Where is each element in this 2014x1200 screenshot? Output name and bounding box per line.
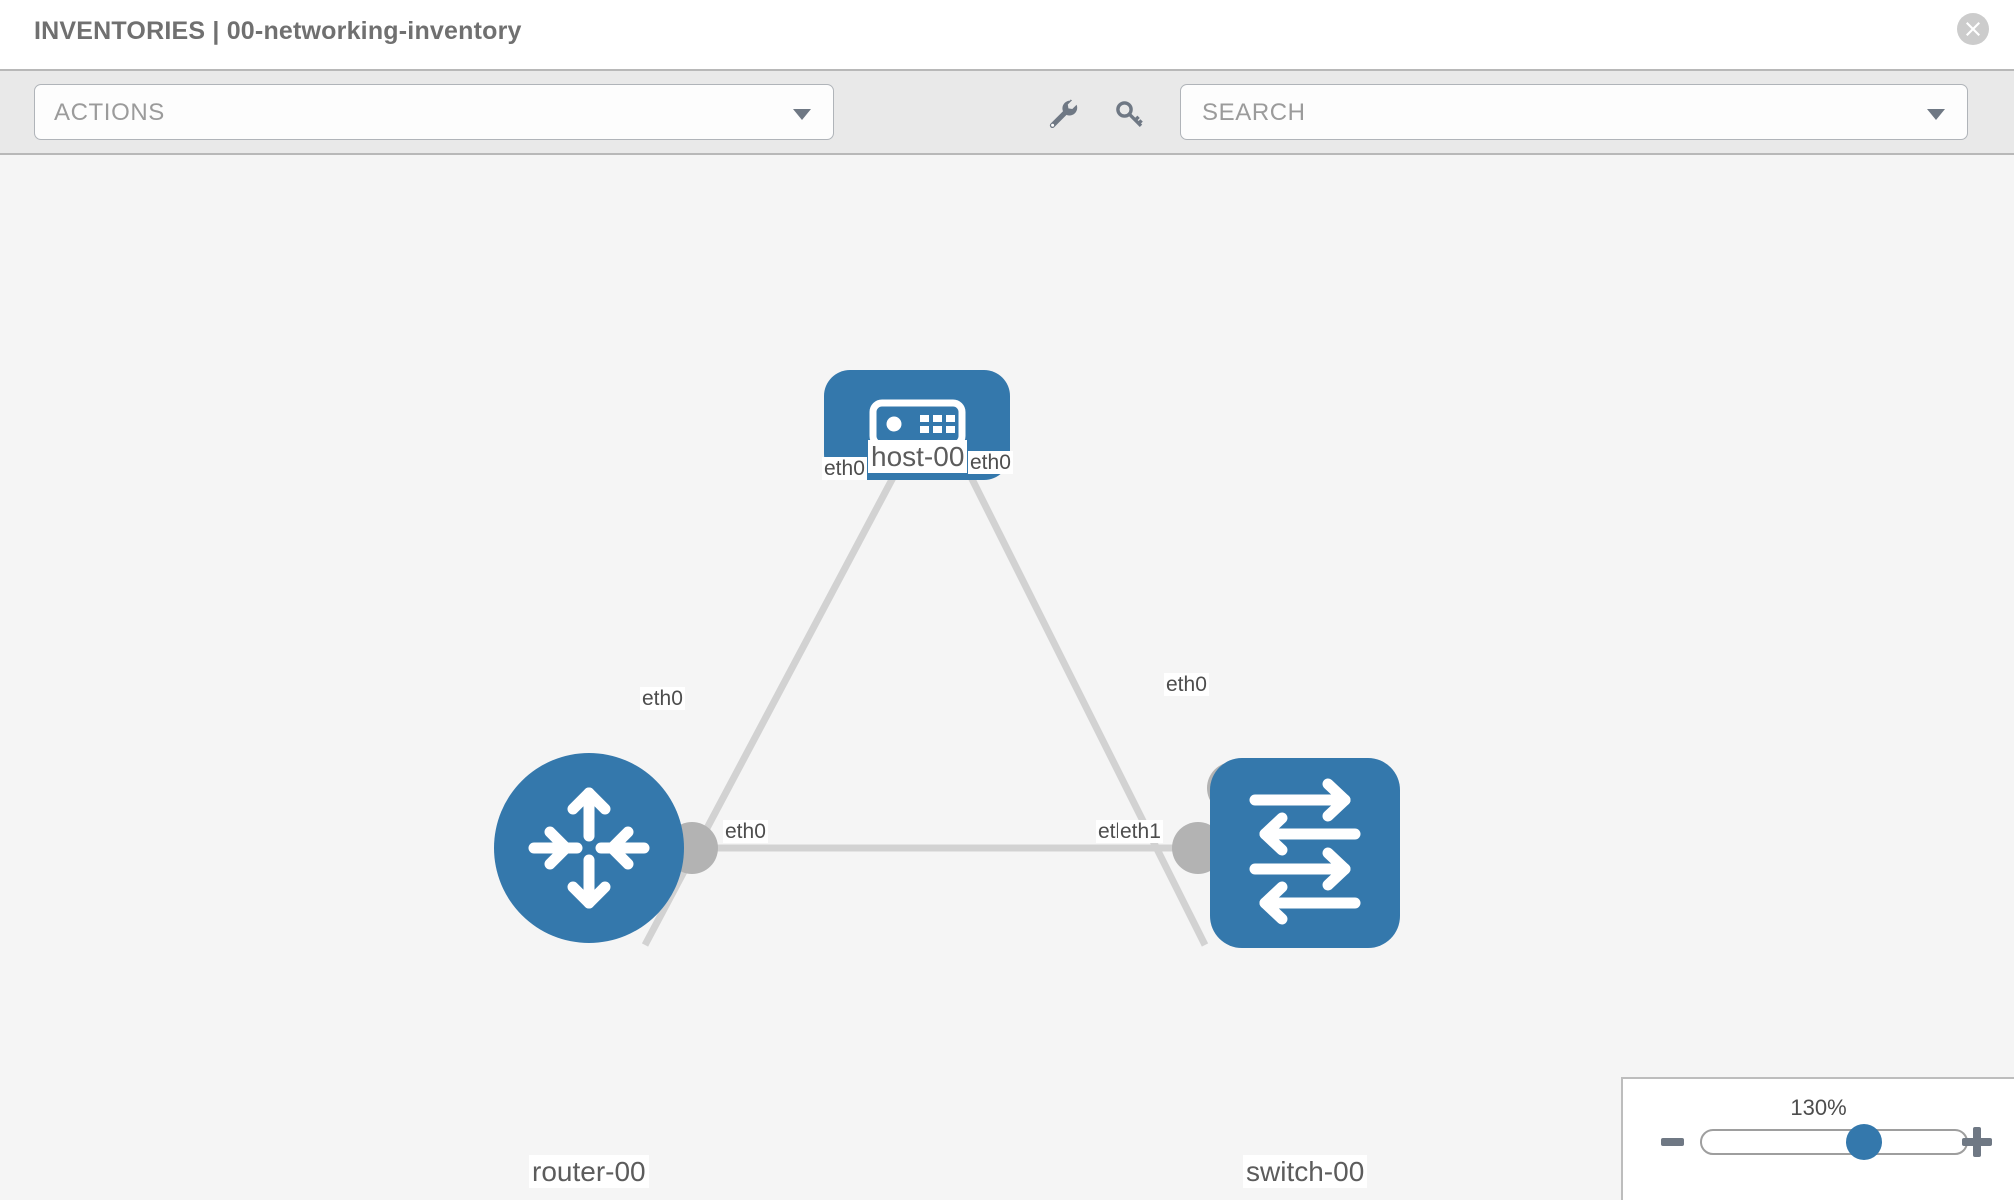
zoom-slider[interactable] (1700, 1124, 1968, 1160)
edge-host-switch (956, 453, 1209, 947)
page-header: INVENTORIES | 00-networking-inventory (0, 0, 2014, 69)
node-router-00[interactable] (494, 753, 684, 943)
topology-canvas[interactable]: eth0 eth0 eth0 eth0 eth0 eth0 eth1 host-… (0, 155, 2014, 1200)
edge-label: eth0 (640, 687, 685, 710)
edge-label: eth0 (723, 820, 768, 843)
node-switch-00[interactable] (1210, 758, 1400, 948)
search-field[interactable] (1180, 84, 1968, 141)
topology-edges (641, 453, 1209, 947)
edge-label: eth1 (1118, 820, 1163, 843)
toolbar: ACTIONS (0, 69, 2014, 155)
node-label-switch: switch-00 (1243, 1155, 1368, 1188)
chevron-down-icon (793, 109, 811, 120)
close-icon[interactable] (1957, 13, 1989, 45)
zoom-out-button[interactable] (1661, 1138, 1684, 1146)
page-title: INVENTORIES | 00-networking-inventory (34, 17, 522, 45)
topology-ports (666, 417, 1259, 874)
wrench-icon[interactable] (1046, 97, 1080, 131)
zoom-in-button[interactable] (1962, 1127, 1992, 1157)
switch-arrows-icon (1249, 778, 1361, 925)
topology-graph (494, 370, 1400, 948)
actions-dropdown[interactable]: ACTIONS (34, 84, 834, 140)
router-arrows-icon (528, 787, 650, 909)
edge-label: eth0 (968, 451, 1013, 474)
key-icon[interactable] (1113, 97, 1147, 131)
zoom-level-label: 130% (1790, 1095, 1847, 1120)
chevron-down-icon[interactable] (1927, 109, 1945, 120)
zoom-slider-thumb[interactable] (1845, 1124, 1882, 1160)
edge-label: eth0 (822, 457, 867, 480)
edge-label: eth0 (1164, 673, 1209, 696)
actions-dropdown-label: ACTIONS (54, 99, 165, 126)
node-label-host: host-00 (868, 440, 968, 473)
search-input[interactable] (1200, 85, 1894, 141)
zoom-control-panel: 130% (1621, 1077, 2014, 1200)
node-label-router: router-00 (529, 1155, 649, 1188)
